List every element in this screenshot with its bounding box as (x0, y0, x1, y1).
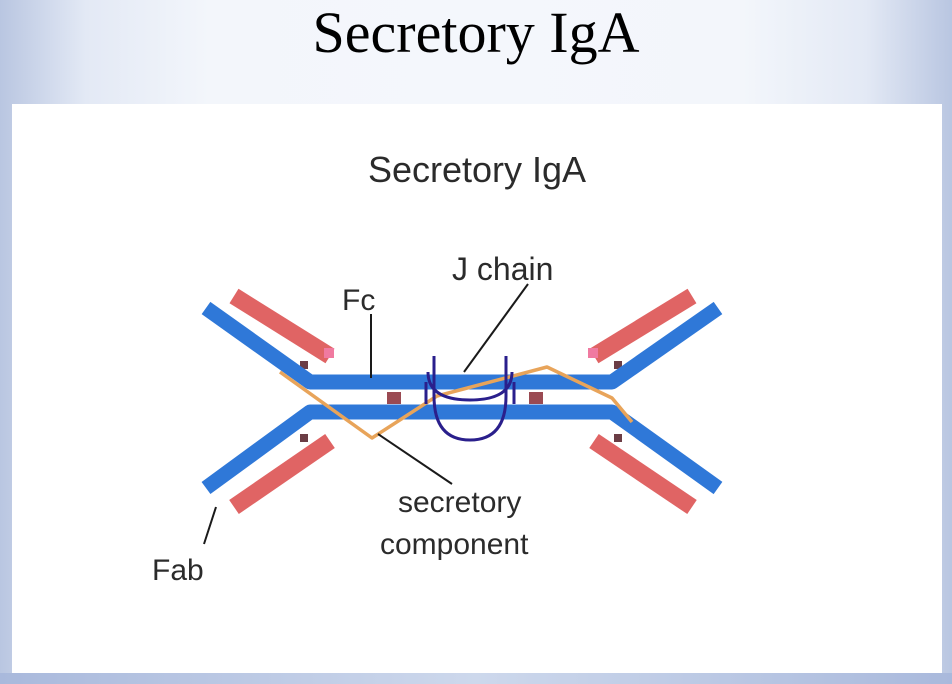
fab-leader-line (203, 506, 217, 545)
slide-title: Secretory IgA (312, 0, 640, 65)
heavy-chains (201, 301, 723, 495)
light-chain-upper-left (229, 288, 335, 364)
j-chain-label: J chain (452, 251, 553, 287)
fc-label: Fc (342, 284, 375, 317)
disulfide-bonds (300, 361, 622, 442)
light-chains (229, 288, 697, 515)
disulfide-bond (300, 434, 308, 442)
j-chain-cup (432, 356, 508, 442)
disulfide-bond (614, 361, 622, 369)
figure-panel: Secretory IgA (12, 104, 942, 673)
disulfide-bond (614, 434, 622, 442)
heavy-chain-lower-right (477, 404, 723, 495)
disulfide-bond (300, 361, 308, 369)
j-chain (424, 356, 516, 442)
hinge-block (387, 392, 401, 404)
secretory-leader-line (377, 433, 453, 485)
light-chain-cap (324, 348, 334, 358)
leader-lines (203, 283, 529, 545)
hinge-block (529, 392, 543, 404)
j-chain-leader-line (463, 283, 529, 373)
secretory-iga-diagram: Secretory IgA (152, 149, 723, 587)
light-chain-lower-right (589, 433, 697, 515)
secretory-label-line1: secretory (398, 486, 521, 519)
figure-title: Secretory IgA (368, 149, 586, 190)
bottom-band (0, 673, 952, 684)
secretory-component (278, 365, 634, 440)
heavy-chain-upper-right (477, 301, 723, 390)
light-chain-caps (324, 348, 598, 358)
heavy-chain-upper-left (201, 301, 477, 390)
fab-label: Fab (152, 554, 204, 587)
light-chain-lower-left (229, 433, 335, 515)
light-chain-upper-right (589, 288, 697, 364)
j-chain-band (426, 371, 514, 402)
hinge-blocks (387, 392, 543, 404)
light-chain-cap (588, 348, 598, 358)
secretory-label-line2: component (380, 528, 529, 561)
heavy-chain-lower-left (201, 404, 477, 495)
